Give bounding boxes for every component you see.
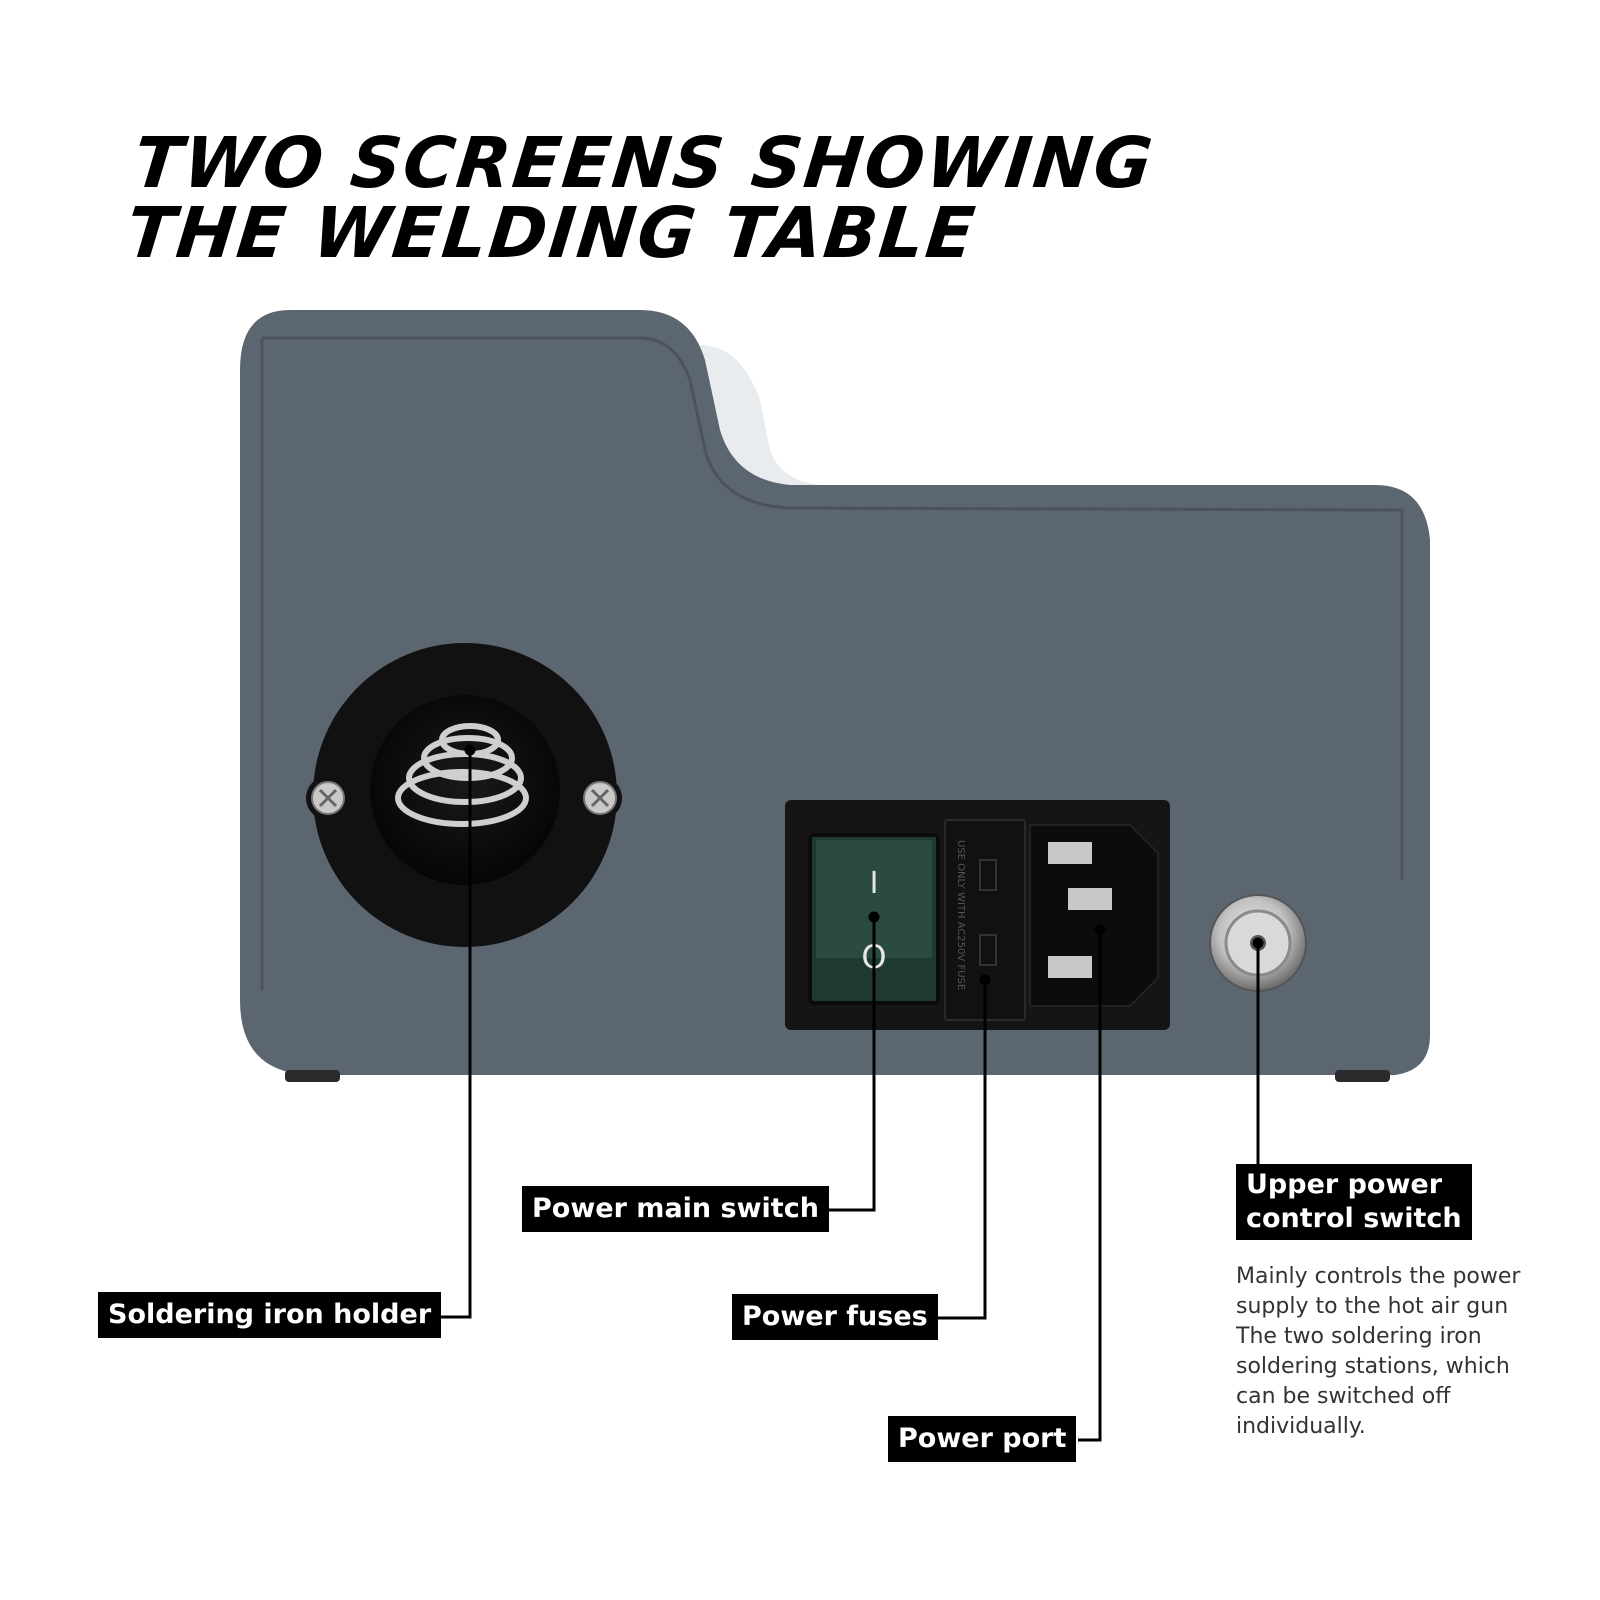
label-power-fuses-text: Power fuses bbox=[742, 1301, 928, 1332]
fuse-text: USE ONLY WITH AC250V FUSE bbox=[955, 840, 966, 990]
screw-right-icon bbox=[583, 781, 617, 815]
power-socket-graphic bbox=[1029, 824, 1159, 1007]
label-power-fuses: Power fuses bbox=[732, 1294, 938, 1340]
label-soldering-iron-holder: Soldering iron holder bbox=[98, 1292, 442, 1338]
label-upper-power-control-switch: Upper power control switch bbox=[1236, 1164, 1472, 1240]
leader-lines bbox=[440, 744, 1264, 1442]
description-paragraph-2: The two soldering iron soldering station… bbox=[1236, 1324, 1510, 1439]
label-soldering-iron-holder-text: Soldering iron holder bbox=[108, 1299, 432, 1330]
soldering-iron-holder-graphic bbox=[306, 643, 622, 947]
description-paragraph-1: Mainly controls the power supply to the … bbox=[1236, 1264, 1521, 1319]
screw-left-icon bbox=[311, 781, 345, 815]
label-power-port-text: Power port bbox=[898, 1423, 1067, 1454]
label-power-port: Power port bbox=[888, 1416, 1077, 1462]
label-upper-power-line-2: control switch bbox=[1246, 1203, 1462, 1234]
label-power-main-switch: Power main switch bbox=[522, 1186, 829, 1232]
switch-on-mark: I bbox=[870, 866, 879, 901]
label-power-main-switch-text: Power main switch bbox=[532, 1193, 819, 1224]
upper-switch-description: Mainly controls the power supply to the … bbox=[1236, 1262, 1536, 1442]
label-upper-power-line-1: Upper power bbox=[1246, 1169, 1443, 1200]
power-module: I O USE ONLY WITH AC250V FUSE bbox=[785, 800, 1170, 1030]
